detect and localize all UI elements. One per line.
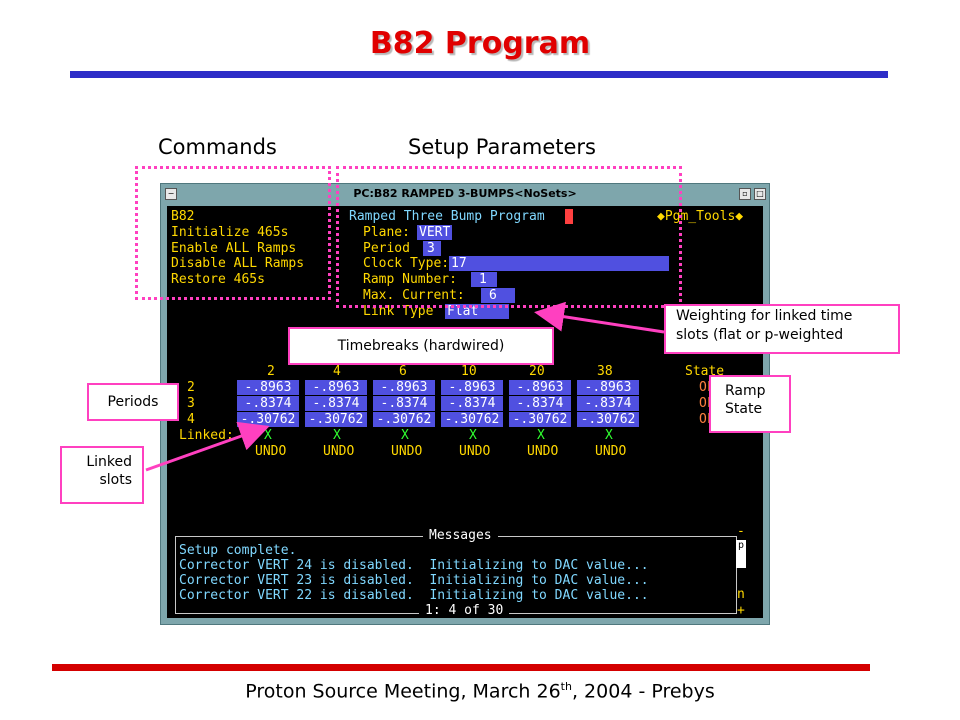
table-cell[interactable]: -.8374 bbox=[577, 396, 639, 411]
timebreaks-callout: Timebreaks (hardwired) bbox=[288, 327, 554, 365]
table-cell[interactable]: -.8963 bbox=[577, 380, 639, 395]
timebreak-col-2: 4 bbox=[333, 364, 341, 379]
footer-text-end: , 2004 - Prebys bbox=[571, 680, 715, 703]
window-title: PC:B82 RAMPED 3-BUMPS<NoSets> bbox=[353, 187, 577, 200]
table-cell[interactable]: -.8963 bbox=[441, 380, 503, 395]
text-cursor bbox=[565, 209, 573, 224]
window-titlebar: − PC:B82 RAMPED 3-BUMPS<NoSets> ▫ □ bbox=[161, 184, 769, 204]
commands-label: Commands bbox=[158, 135, 277, 159]
footer-rule bbox=[52, 664, 870, 671]
timebreak-col-1: 2 bbox=[267, 364, 275, 379]
undo-button[interactable]: UNDO bbox=[527, 444, 559, 459]
title-underline bbox=[70, 71, 888, 78]
slide-footer: Proton Source Meeting, March 26th, 2004 … bbox=[0, 680, 960, 702]
param-ramp-number-label: Ramp Number: bbox=[363, 272, 457, 287]
window-minimize-button[interactable]: ▫ bbox=[739, 188, 751, 200]
commands-highlight-box bbox=[135, 166, 331, 300]
terminal-area: B82 Initialize 465s Enable ALL Ramps Dis… bbox=[167, 206, 763, 618]
pgm-tools-menu[interactable]: ◆Pgm_Tools◆ bbox=[657, 209, 744, 224]
table-cell[interactable]: -.8963 bbox=[305, 380, 367, 395]
param-ramp-number-value[interactable]: 1 bbox=[471, 272, 497, 287]
weighting-callout: Weighting for linked time slots (flat or… bbox=[664, 304, 900, 354]
table-cell[interactable]: -.30762 bbox=[441, 412, 503, 427]
message-line: Corrector VERT 23 is disabled. Initializ… bbox=[179, 573, 649, 588]
scroll-plus-marker[interactable]: + bbox=[737, 603, 745, 618]
undo-button[interactable]: UNDO bbox=[595, 444, 627, 459]
param-plane-label: Plane: bbox=[363, 225, 410, 240]
param-max-current-label: Max. Current: bbox=[363, 288, 465, 303]
footer-superscript: th bbox=[560, 680, 572, 693]
linked-slots-callout-line1: Linked bbox=[86, 454, 132, 470]
table-cell[interactable]: -.8374 bbox=[305, 396, 367, 411]
table-cell[interactable]: -.8963 bbox=[237, 380, 299, 395]
param-period-label: Period bbox=[363, 241, 410, 256]
table-cell[interactable]: -.8963 bbox=[373, 380, 435, 395]
table-cell[interactable]: -.30762 bbox=[509, 412, 571, 427]
table-cell[interactable]: -.8374 bbox=[373, 396, 435, 411]
table-cell[interactable]: -.8374 bbox=[441, 396, 503, 411]
window-menu-button[interactable]: − bbox=[165, 188, 177, 200]
command-disable-ramps[interactable]: Disable ALL Ramps bbox=[171, 256, 305, 271]
message-line: Setup complete. bbox=[179, 543, 297, 558]
table-cell[interactable]: -.8374 bbox=[237, 396, 299, 411]
linked-slots-arrow bbox=[145, 421, 270, 472]
period-row-2: 3 bbox=[187, 396, 195, 411]
param-clock-value[interactable]: 17 bbox=[449, 256, 669, 271]
table-cell[interactable]: -.30762 bbox=[373, 412, 435, 427]
command-restore[interactable]: Restore 465s bbox=[171, 272, 265, 287]
scroll-thumb[interactable]: p bbox=[736, 540, 746, 568]
ramp-state-callout-line1: Ramp bbox=[725, 383, 766, 399]
weighting-callout-line1: Weighting for linked time bbox=[676, 308, 853, 324]
linked-mark[interactable]: X bbox=[605, 428, 613, 443]
timebreak-col-6: 38 bbox=[597, 364, 613, 379]
command-initialize[interactable]: Initialize 465s bbox=[171, 225, 289, 240]
weighting-callout-line2: slots (flat or p-weighted bbox=[676, 327, 844, 343]
timebreak-col-4: 10 bbox=[461, 364, 477, 379]
param-max-current-value[interactable]: 6 bbox=[481, 288, 515, 303]
linked-mark[interactable]: X bbox=[537, 428, 545, 443]
linked-slots-callout-line2: slots bbox=[99, 472, 132, 488]
linked-mark[interactable]: X bbox=[469, 428, 477, 443]
ramp-state-callout-line2: State bbox=[725, 401, 763, 417]
undo-button[interactable]: UNDO bbox=[459, 444, 491, 459]
setup-parameters-label: Setup Parameters bbox=[408, 135, 596, 159]
table-cell[interactable]: -.8374 bbox=[509, 396, 571, 411]
linked-slots-callout: Linked slots bbox=[60, 446, 144, 504]
timebreak-col-5: 20 bbox=[529, 364, 545, 379]
period-row-1: 2 bbox=[187, 380, 195, 395]
linked-label: Linked: bbox=[179, 428, 234, 443]
message-line: Corrector VERT 24 is disabled. Initializ… bbox=[179, 558, 649, 573]
linked-mark[interactable]: X bbox=[333, 428, 341, 443]
param-period-value[interactable]: 3 bbox=[423, 241, 441, 256]
periods-callout: Periods bbox=[87, 383, 179, 421]
undo-button[interactable]: UNDO bbox=[391, 444, 423, 459]
footer-text: Proton Source Meeting, March 26 bbox=[245, 680, 561, 703]
messages-header: Messages bbox=[423, 528, 498, 543]
table-cell[interactable]: -.8963 bbox=[509, 380, 571, 395]
setup-parameters-highlight-box bbox=[336, 166, 682, 308]
program-window: − PC:B82 RAMPED 3-BUMPS<NoSets> ▫ □ B82 … bbox=[160, 183, 770, 625]
slide-title: B82 Program bbox=[369, 26, 591, 61]
timebreak-col-3: 6 bbox=[399, 364, 407, 379]
window-maximize-button[interactable]: □ bbox=[754, 188, 766, 200]
message-line: Corrector VERT 22 is disabled. Initializ… bbox=[179, 588, 649, 603]
linked-mark[interactable]: X bbox=[401, 428, 409, 443]
param-clock-label: Clock Type: bbox=[363, 256, 450, 271]
scroll-top-marker[interactable]: - bbox=[737, 524, 745, 539]
scroll-n-marker[interactable]: n bbox=[737, 587, 745, 602]
command-title[interactable]: B82 bbox=[171, 209, 195, 224]
program-title: Ramped Three Bump Program bbox=[349, 209, 545, 224]
param-plane-value[interactable]: VERT bbox=[417, 225, 453, 240]
undo-button[interactable]: UNDO bbox=[323, 444, 355, 459]
ramp-state-callout: Ramp State bbox=[709, 375, 791, 433]
table-cell[interactable]: -.30762 bbox=[305, 412, 367, 427]
period-row-3: 4 bbox=[187, 412, 195, 427]
table-cell[interactable]: -.30762 bbox=[577, 412, 639, 427]
messages-pager: 1: 4 of 30 bbox=[419, 603, 510, 618]
weighting-arrow bbox=[534, 301, 665, 334]
command-enable-ramps[interactable]: Enable ALL Ramps bbox=[171, 241, 297, 256]
